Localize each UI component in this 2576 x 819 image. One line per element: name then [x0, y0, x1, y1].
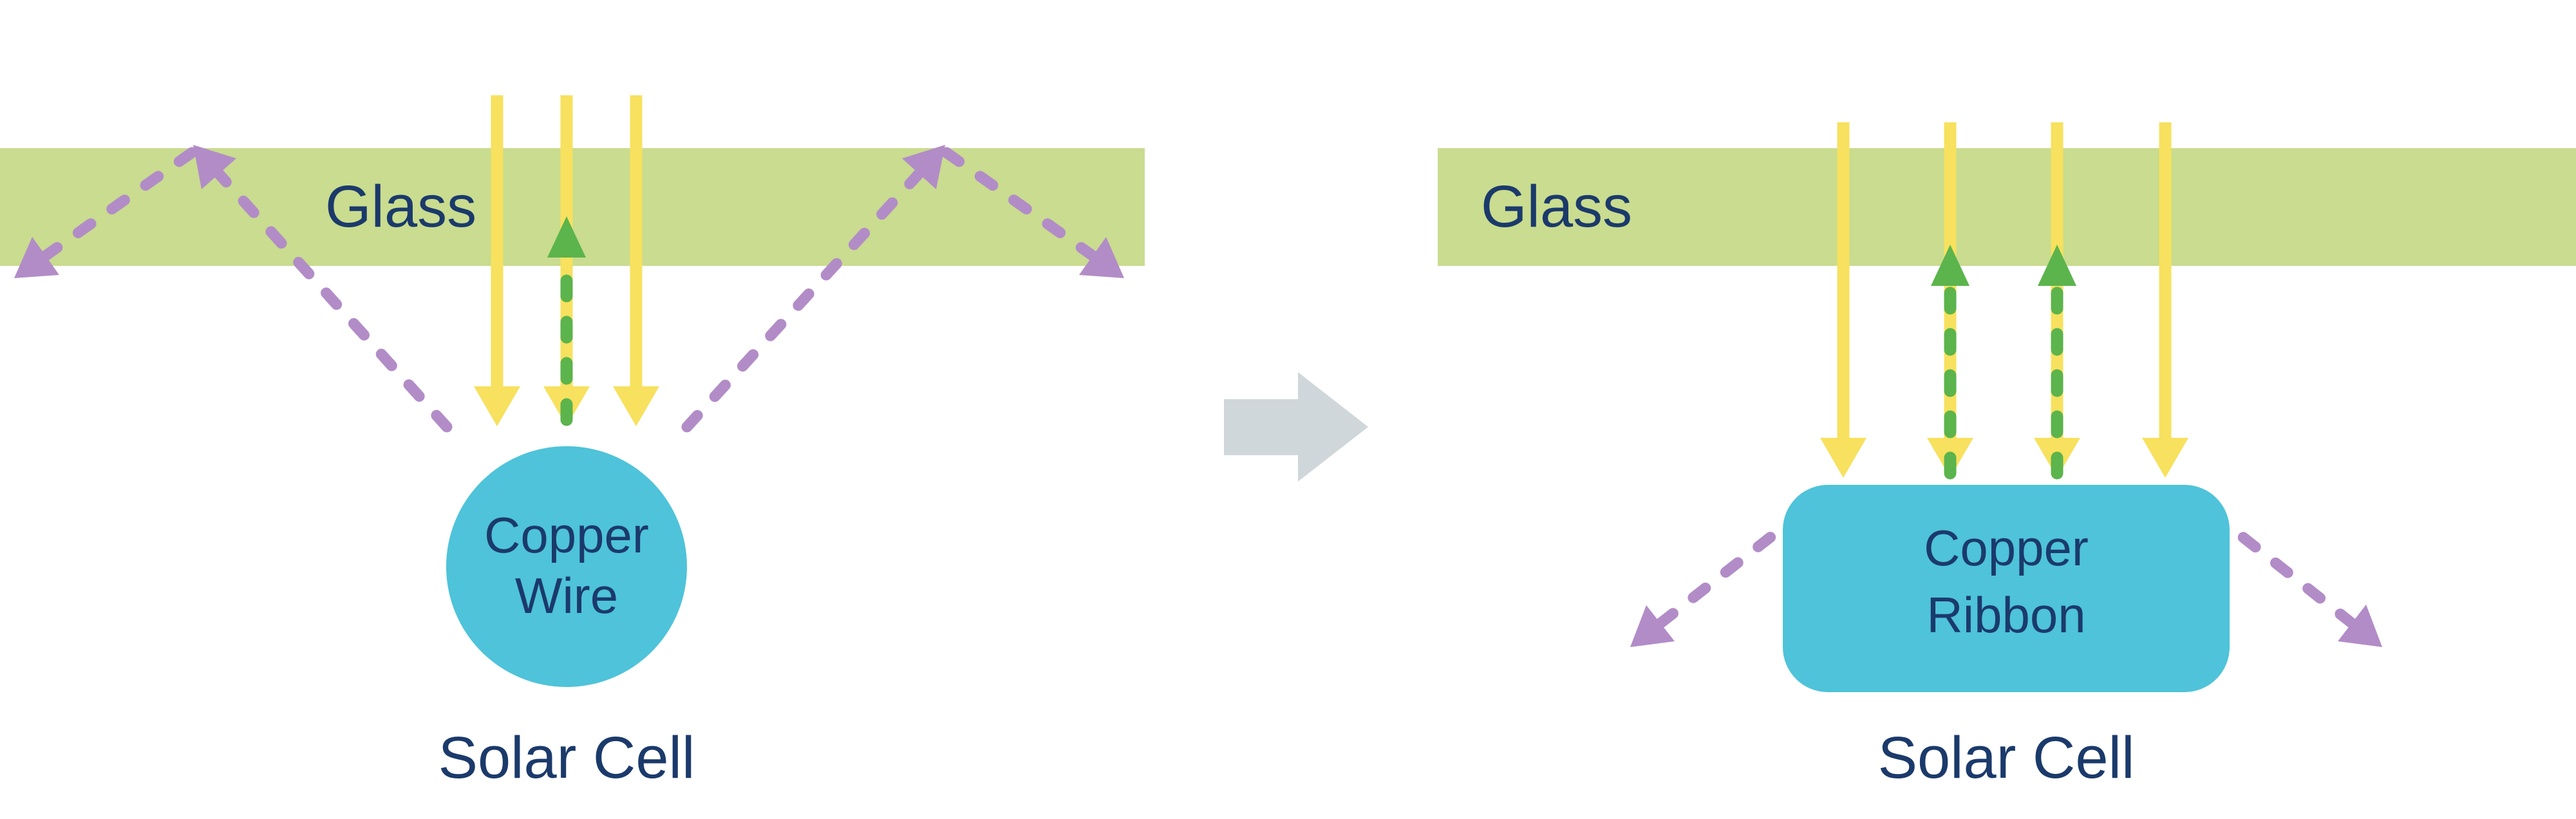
- scattered-light-dash: [2205, 506, 2358, 629]
- reflected-light-arrowhead-icon: [1931, 245, 1970, 286]
- sunlight-arrow-1: [1820, 122, 1866, 478]
- reflected-light-arrowhead-icon: [547, 216, 586, 258]
- solar-cell-label: Solar Cell: [1878, 725, 2135, 791]
- sunlight-arrow-3: [613, 95, 659, 426]
- reflected-light-arrow-1: [1931, 245, 1970, 480]
- sunlight-arrowhead-icon: [1820, 438, 1866, 478]
- copper-wire-circle: [446, 446, 687, 687]
- escaping-light-dash: [941, 147, 1098, 261]
- escaping-light-arrowhead-icon: [193, 145, 236, 189]
- scattered-light-arrowhead-icon: [2338, 605, 2382, 647]
- scattered-light-left: [1630, 506, 1809, 647]
- reflected-light-arrow-2: [2038, 245, 2076, 480]
- escaping-light-dash: [40, 147, 198, 261]
- scattered-light-dash: [1655, 506, 1809, 629]
- escaping-light-dash: [213, 168, 453, 433]
- escaping-light-arrowhead-icon: [14, 237, 59, 278]
- escaping-light-dash: [681, 167, 925, 433]
- copper-wire-label-line2: Wire: [515, 567, 618, 624]
- sunlight-arrowhead-icon: [474, 386, 520, 426]
- right-panel: Glass Copper Ribbon Solar Cell: [1438, 122, 2576, 791]
- reflected-light-arrowhead-icon: [2038, 245, 2076, 286]
- left-panel: Glass Copper Wire Solar Cell: [0, 95, 1145, 791]
- sunlight-arrowhead-icon: [613, 386, 659, 426]
- glass-label: Glass: [325, 174, 476, 240]
- solar-cell-label: Solar Cell: [438, 725, 695, 791]
- sunlight-arrow-1: [474, 95, 520, 426]
- glass-label: Glass: [1481, 174, 1632, 240]
- copper-ribbon-label-line1: Copper: [1924, 520, 2089, 576]
- scattered-light-arrowhead-icon: [1630, 605, 1675, 647]
- copper-wire-label-line1: Copper: [484, 507, 649, 563]
- escaping-light-arrowhead-icon: [902, 145, 945, 189]
- reflected-light-arrow: [547, 216, 586, 426]
- scattered-light-right: [2205, 506, 2382, 647]
- copper-ribbon-rect: [1783, 485, 2230, 692]
- escaping-light-up-left: [193, 145, 453, 433]
- sunlight-arrow-4: [2142, 122, 2188, 478]
- escaping-light-up-right: [681, 145, 945, 433]
- escaping-light-arrowhead-icon: [1079, 237, 1124, 278]
- escaping-light-exit-right: [941, 147, 1124, 278]
- sunlight-arrowhead-icon: [2142, 438, 2188, 478]
- glass-band: [1438, 148, 2576, 266]
- escaping-light-exit-left: [14, 147, 198, 278]
- transition-right-arrow-icon: [1224, 372, 1368, 482]
- copper-ribbon-label-line2: Ribbon: [1926, 587, 2085, 643]
